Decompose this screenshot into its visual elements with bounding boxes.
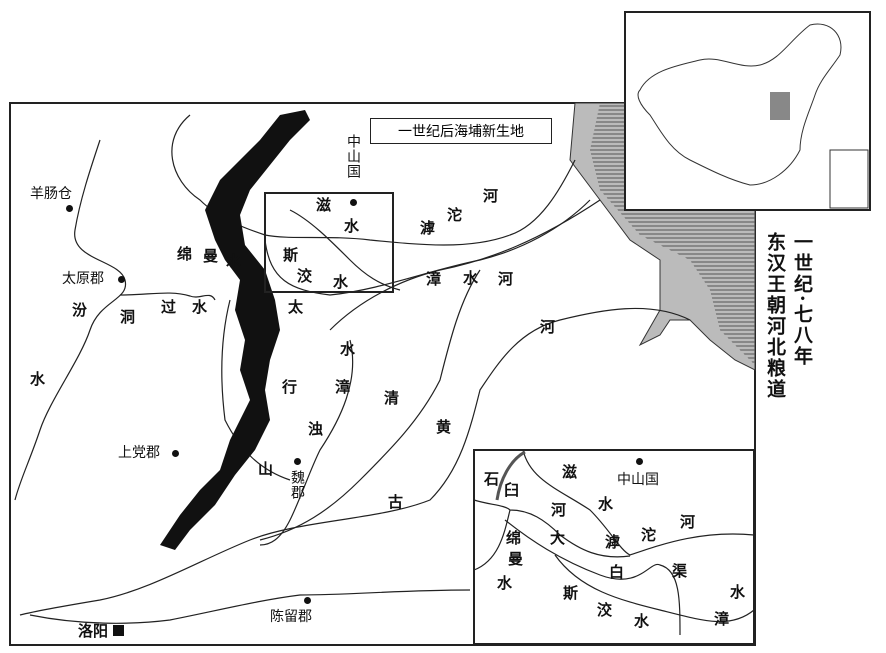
inset-river-hutuo: 滹: [605, 533, 621, 551]
china-highlight-region: [770, 92, 790, 120]
capital-icon: [113, 625, 125, 636]
inset-river-shijiu: 河: [551, 501, 567, 519]
river-hutuo: 滹: [420, 219, 436, 237]
river-tongguo: 洞: [120, 308, 136, 326]
inset-river-zhang: 漳: [714, 610, 730, 628]
south-sea-box: [829, 149, 869, 209]
map-title: 一世纪·七八年东汉王朝河北粮道: [762, 232, 816, 400]
china-inset-frame: [624, 11, 871, 211]
mountain-label: 太: [288, 298, 304, 316]
river-zhang-south: 水: [340, 340, 356, 358]
river-zhang: 河: [498, 270, 514, 288]
main-map-frame: [9, 102, 756, 646]
inset-river-mianman: 曼: [508, 550, 524, 568]
river-zhang: 水: [463, 269, 479, 287]
river-hutuo: 沱: [447, 206, 463, 224]
river-fen: 水: [30, 370, 46, 388]
inset-canal-dabai: 白: [609, 563, 625, 581]
river-zhang: 漳: [426, 270, 442, 288]
river-qing: 清: [384, 389, 400, 407]
place-luoyang: 洛阳: [78, 624, 125, 639]
river-mianman: 水: [226, 252, 242, 270]
river-sijiao: 斯: [283, 246, 299, 264]
inset-canal-dabai: 大: [550, 529, 566, 547]
place-dot: [636, 458, 643, 465]
taihang-mountains: [160, 110, 310, 550]
river-huang: 黄: [436, 418, 452, 436]
place-dot: [118, 276, 125, 283]
place-dot: [294, 458, 301, 465]
mountain-label: 山: [258, 460, 274, 478]
place-shangdang: 上党郡: [118, 445, 160, 461]
inset-river-zi: 水: [598, 495, 614, 513]
rivers: [14, 114, 691, 624]
river-zi: 滋: [316, 196, 332, 214]
place-taiyuan: 太原郡: [62, 271, 104, 287]
inset-river-zhang: 水: [730, 583, 746, 601]
mountain-label: 行: [282, 378, 298, 396]
title-line2: 东汉王朝河北粮道: [764, 232, 786, 400]
place-yangchangcang: 羊肠仓: [30, 186, 72, 202]
place-wei: 魏郡: [289, 470, 305, 500]
inset-river-mianman: 水: [497, 574, 513, 592]
river-mianman: 曼: [203, 247, 219, 265]
place-dot: [304, 597, 311, 604]
place-dot: [66, 205, 73, 212]
river-fen: 汾: [72, 301, 88, 319]
inset-river-sijiao: 斯: [563, 584, 579, 602]
inset-river-shijiu: 石: [484, 470, 500, 488]
inset-river-hutuo: 沱: [641, 526, 657, 544]
inset-river-zi: 滋: [562, 463, 578, 481]
river-gu: 古: [388, 493, 404, 511]
river-zhang-south: 漳: [335, 378, 351, 396]
river-hutuo: 河: [483, 187, 499, 205]
china-outline: [637, 23, 842, 186]
detail-inset-frame: [473, 449, 755, 645]
river-zi: 水: [344, 217, 360, 235]
inset-wall: [495, 450, 526, 501]
title-line1: 一世纪·七八年: [791, 232, 813, 367]
inset-river-shijiu: 臼: [504, 481, 520, 499]
inset-canal-dabai: 渠: [672, 562, 688, 580]
inset-river-sijiao: 洨: [597, 601, 613, 619]
river-tongguo: 水: [192, 298, 208, 316]
inset-place-zhongshan: 中山国: [617, 472, 659, 488]
river-he: 河: [540, 318, 556, 336]
place-chenliu: 陈留郡: [270, 609, 312, 625]
callout-new-land: 一世纪后海埔新生地: [370, 118, 552, 144]
river-zhuo: 浊: [308, 420, 324, 438]
place-dot: [350, 199, 357, 206]
river-sijiao: 洨: [297, 267, 313, 285]
inset-river-mianman: 绵: [506, 529, 522, 547]
place-zhongshan: 中山国: [345, 134, 361, 179]
river-sijiao: 水: [333, 273, 349, 291]
inset-river-sijiao: 水: [634, 612, 650, 630]
inset-rivers: [473, 449, 755, 636]
river-tongguo: 过: [161, 298, 177, 316]
river-mianman: 绵: [177, 245, 193, 263]
place-dot: [172, 450, 179, 457]
inset-river-hutuo: 河: [680, 513, 696, 531]
detail-region-box: [264, 192, 394, 293]
